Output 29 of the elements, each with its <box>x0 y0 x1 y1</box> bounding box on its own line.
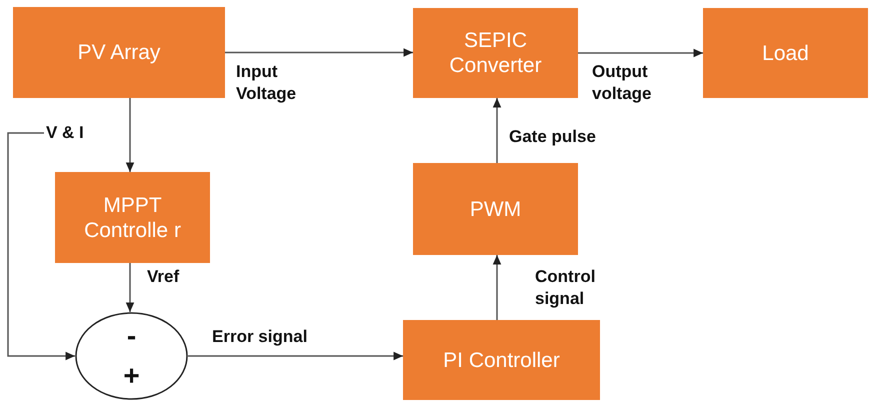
edge-label: Input Voltage <box>236 61 298 105</box>
arrow <box>492 98 502 163</box>
sign-label: + <box>123 361 140 391</box>
arrow <box>492 255 502 320</box>
edge-label: Vref <box>147 266 180 288</box>
process-box <box>413 8 578 98</box>
sign-label: - <box>126 321 136 351</box>
box-label: Load <box>762 40 809 66</box>
arrow <box>126 98 134 172</box>
box-label: MPPT Controlle r <box>83 192 182 242</box>
process-box <box>55 172 210 263</box>
process-box <box>413 163 578 255</box>
arrow <box>225 48 413 57</box>
arrow <box>126 263 134 312</box>
arrow <box>578 48 703 58</box>
process-box <box>703 8 868 98</box>
arrow <box>7 132 75 360</box>
box-label: PI Controller <box>443 348 560 372</box>
edge-label: Output voltage <box>592 61 653 105</box>
box-label: PWM <box>470 196 522 222</box>
edge-label: Gate pulse <box>509 126 597 148</box>
signal-label: V & I <box>46 121 116 145</box>
process-box <box>403 320 600 400</box>
process-box <box>13 7 225 98</box>
box-label: PV Array <box>78 40 160 65</box>
box-label: SEPIC Converter <box>448 28 543 78</box>
edge-label: Control signal <box>535 266 596 310</box>
arrow <box>188 352 403 360</box>
edge-label: Error signal <box>212 326 308 348</box>
